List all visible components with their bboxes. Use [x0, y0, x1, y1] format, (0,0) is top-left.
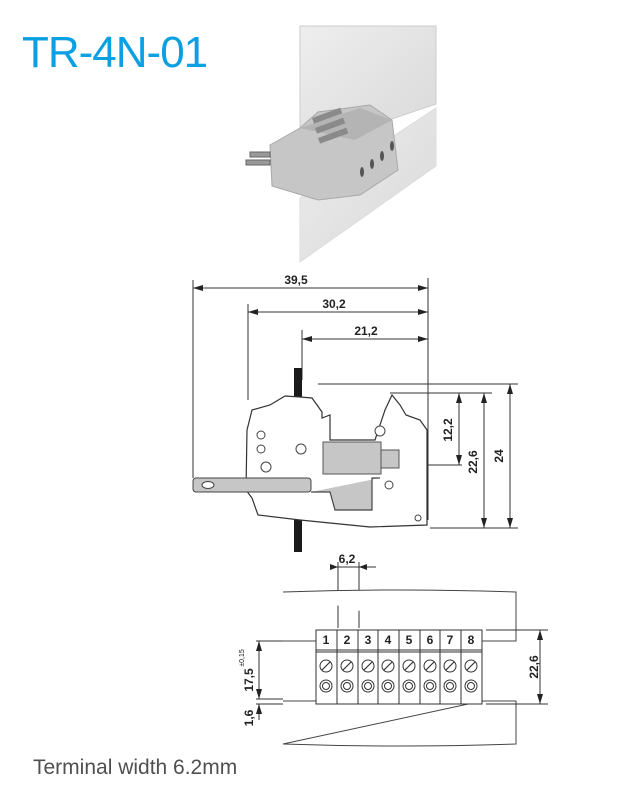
- terminal-4: 4: [385, 633, 392, 647]
- dim-upper-height: 12,2: [441, 418, 455, 442]
- dim-front-height: 22,6: [527, 655, 541, 679]
- terminal-8: 8: [468, 633, 475, 647]
- dim-overall-width: 39,5: [284, 273, 308, 287]
- dim-offset: 1,6: [242, 709, 256, 726]
- terminal-5: 5: [406, 633, 413, 647]
- dim-tolerance: ±0,15: [239, 649, 246, 667]
- dim-rail-spacing: 17,5: [242, 668, 256, 692]
- terminal-2: 2: [344, 633, 351, 647]
- terminal-1: 1: [323, 633, 330, 647]
- dim-middle-width: 30,2: [322, 297, 346, 311]
- product-title: TR-4N-01: [22, 28, 208, 77]
- terminal-width-caption: Terminal width 6.2mm: [33, 756, 238, 779]
- dim-inner-width: 21,2: [354, 324, 378, 338]
- terminal-numbers: 1 2 3 4 5 6 7 8: [323, 633, 475, 647]
- dim-overall-height: 24: [492, 449, 506, 463]
- terminal-3: 3: [365, 633, 372, 647]
- dim-pitch: 6,2: [339, 552, 356, 566]
- dim-body-height: 22,6: [466, 450, 480, 474]
- terminal-6: 6: [427, 633, 434, 647]
- terminal-7: 7: [447, 633, 454, 647]
